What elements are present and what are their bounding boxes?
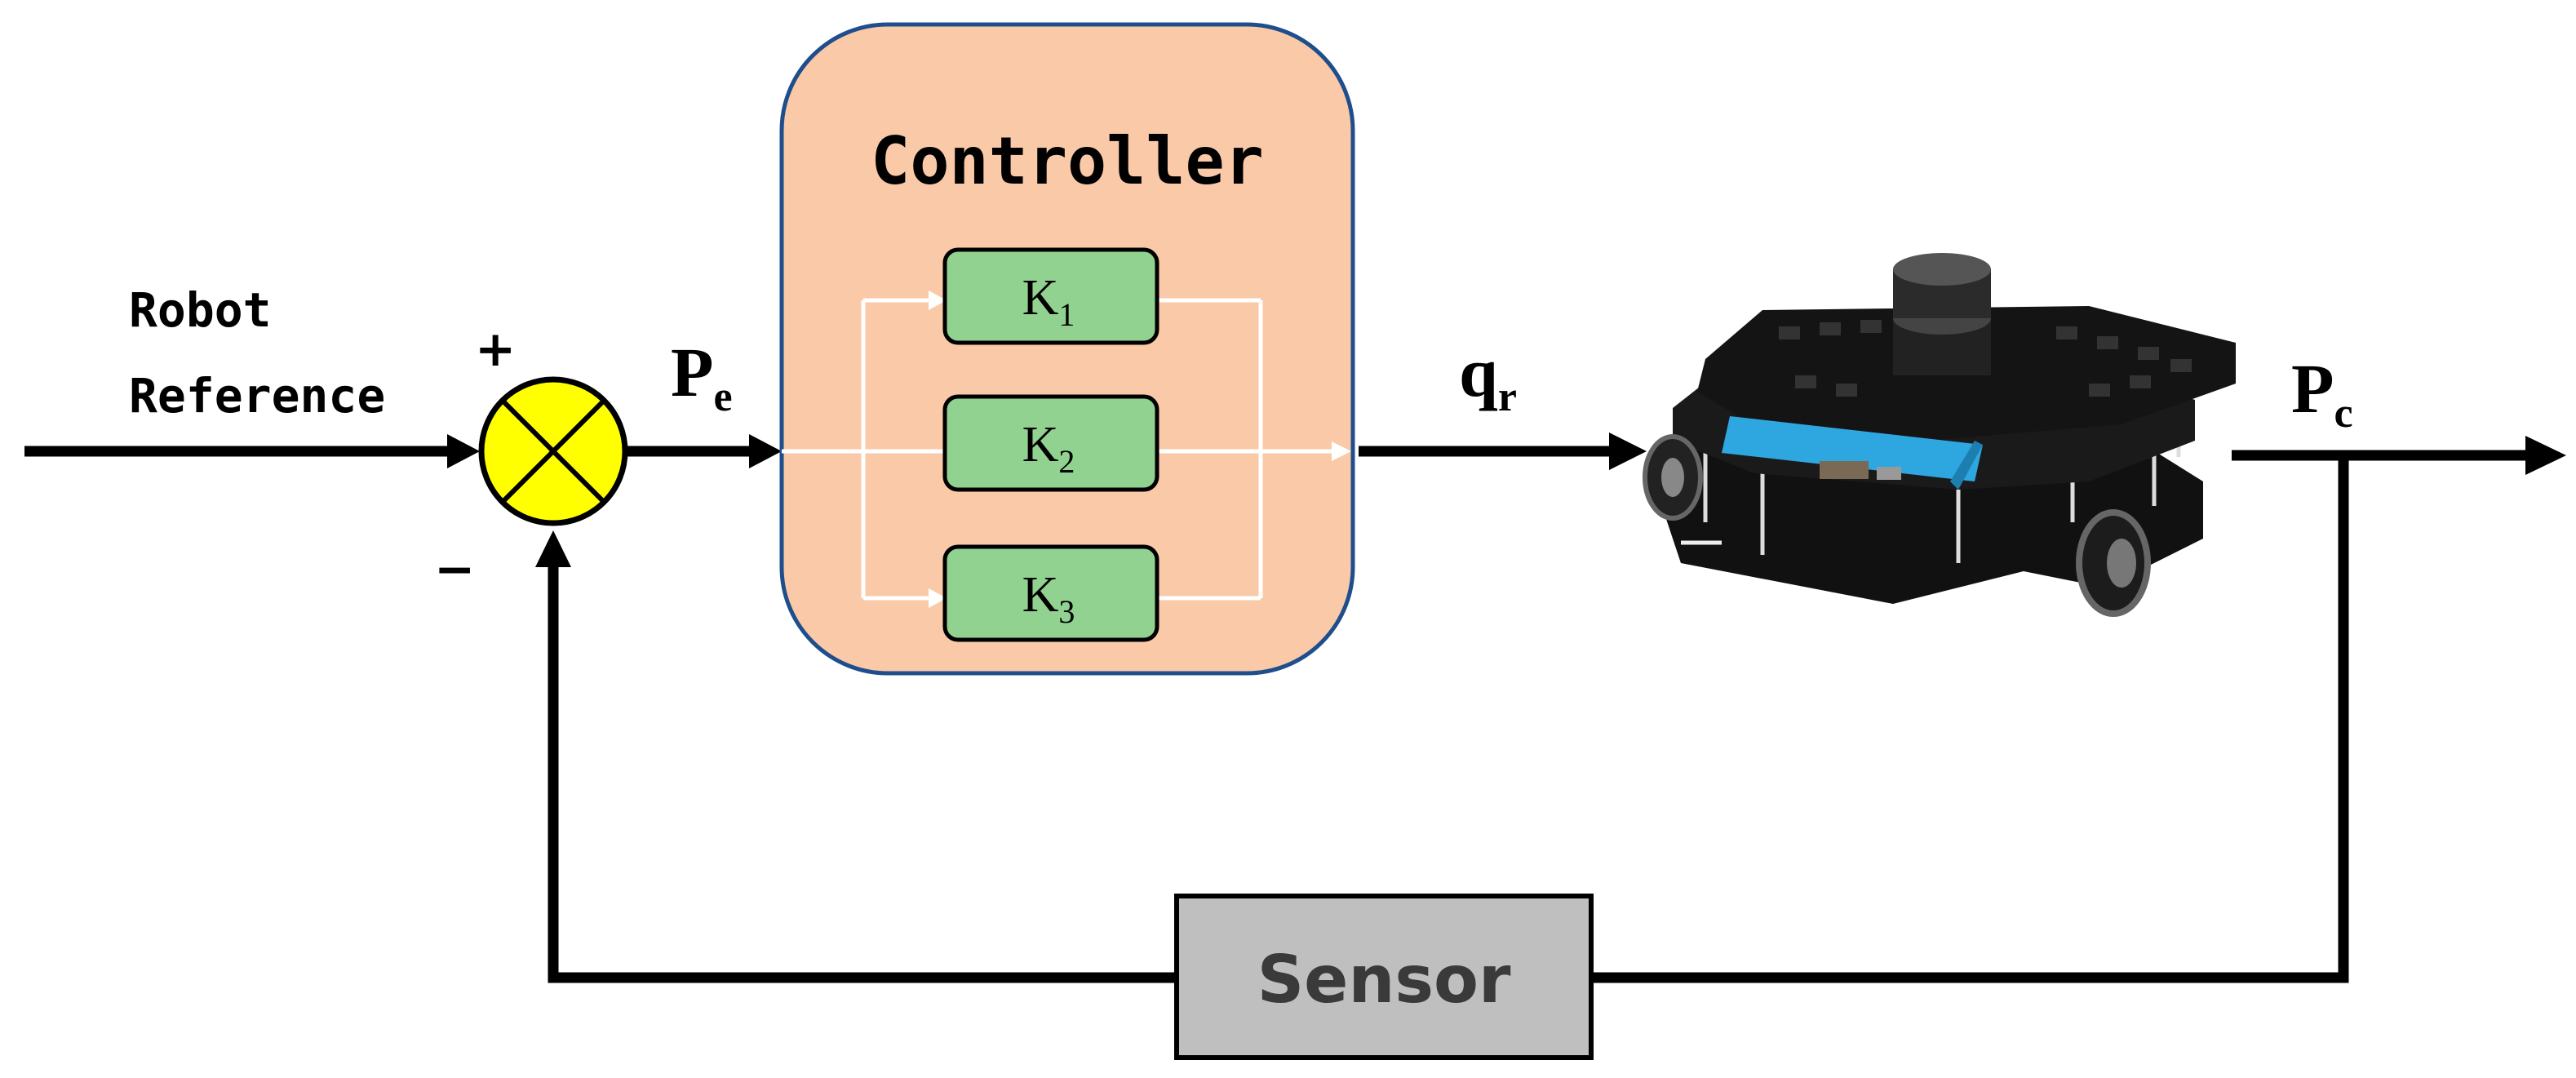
output-signal-label: Pc — [2291, 349, 2353, 437]
sensor-block — [1174, 894, 1594, 1060]
controller-internal-routing — [782, 298, 1338, 601]
controller-internal-arrowheads — [929, 291, 1351, 608]
sensor-label: Sensor — [1257, 942, 1511, 1018]
svg-text:K2: K2 — [1022, 417, 1075, 480]
input-arrowhead — [447, 434, 480, 468]
plus-sign: + — [475, 321, 516, 378]
minus-sign: − — [434, 541, 475, 598]
control-signal-label: qr — [1459, 333, 1517, 420]
controller-title: Controller — [871, 123, 1264, 199]
control-signal-arrowhead — [1609, 433, 1647, 470]
output-arrowhead — [2525, 436, 2566, 475]
error-signal-label: Pe — [671, 333, 733, 420]
svg-text:K1: K1 — [1022, 270, 1075, 333]
feedback-return-path — [548, 563, 1175, 983]
mobile-robot-icon — [1643, 253, 2236, 617]
gain-block-k3: K3 — [942, 544, 1159, 642]
svg-text:K3: K3 — [1022, 567, 1075, 630]
gain-block-k2: K2 — [942, 394, 1159, 492]
input-label-line1: Robot — [129, 282, 272, 338]
summing-junction — [478, 376, 628, 526]
feedback-path — [1589, 455, 2349, 983]
controller-block — [779, 22, 1355, 676]
gain-block-k1: K1 — [942, 247, 1159, 345]
input-label-line2: Reference — [129, 368, 385, 424]
feedback-arrowhead — [535, 530, 571, 567]
error-signal-arrowhead — [749, 434, 782, 468]
